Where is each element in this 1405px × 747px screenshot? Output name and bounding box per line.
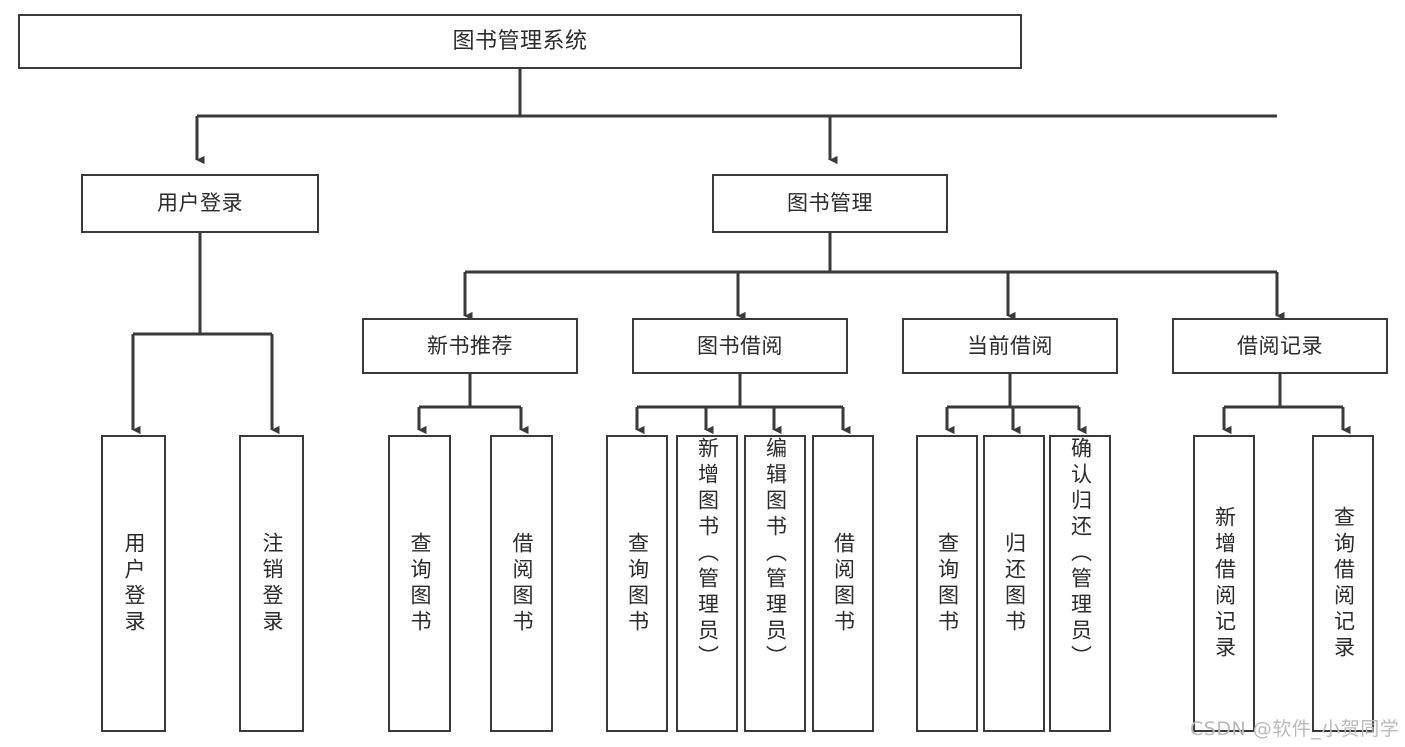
node-user-login[interactable]: 用户登录 [81,174,319,233]
node-current-borrow[interactable]: 当前借阅 [902,318,1118,374]
node-label: 编辑图书（管理员） [763,437,788,671]
node-label: 查询借阅记录 [1331,505,1356,662]
leaf-record-add-record[interactable]: 新增借阅记录 [1193,435,1255,732]
node-label: 新增图书（管理员） [695,437,720,671]
leaf-record-query-record[interactable]: 查询借阅记录 [1312,435,1374,732]
node-root-system[interactable]: 图书管理系统 [18,14,1022,69]
node-label: 新增借阅记录 [1212,505,1237,662]
leaf-current-query-book[interactable]: 查询图书 [916,435,978,732]
node-label: 借阅图书 [831,531,856,636]
node-label: 用户登录 [157,191,243,216]
leaf-user-login-login[interactable]: 用户登录 [101,435,166,732]
node-label: 借阅图书 [510,531,534,636]
node-label: 查询图书 [408,531,432,636]
node-label: 注销登录 [260,531,284,636]
node-label: 当前借阅 [967,333,1053,358]
leaf-borrow-query-book[interactable]: 查询图书 [606,435,668,732]
leaf-new-book-query[interactable]: 查询图书 [388,435,451,732]
node-label: 查询图书 [935,531,960,636]
node-label: 图书管理系统 [452,28,588,54]
leaf-current-confirm-return-admin[interactable]: 确认归还（管理员） [1049,435,1111,732]
leaf-borrow-edit-book-admin[interactable]: 编辑图书（管理员） [744,435,806,732]
node-label: 借阅记录 [1237,333,1323,358]
csdn-watermark: CSDN @软件_小贺同学 [1190,718,1400,740]
leaf-borrow-add-book-admin[interactable]: 新增图书（管理员） [676,435,738,732]
leaf-new-book-borrow[interactable]: 借阅图书 [490,435,553,732]
node-label: 查询图书 [625,531,650,636]
node-label: 归还图书 [1002,531,1027,636]
leaf-current-return-book[interactable]: 归还图书 [983,435,1045,732]
node-book-management[interactable]: 图书管理 [712,174,948,233]
node-borrow-record[interactable]: 借阅记录 [1172,318,1388,374]
leaf-borrow-borrow-book[interactable]: 借阅图书 [812,435,874,732]
node-label: 新书推荐 [427,333,513,358]
node-new-book-recommend[interactable]: 新书推荐 [362,318,578,374]
node-book-borrow[interactable]: 图书借阅 [632,318,848,374]
node-label: 图书借阅 [697,333,783,358]
node-label: 用户登录 [122,531,146,636]
node-label: 图书管理 [787,191,873,216]
leaf-user-login-logout[interactable]: 注销登录 [239,435,304,732]
node-label: 确认归还（管理员） [1068,437,1093,671]
